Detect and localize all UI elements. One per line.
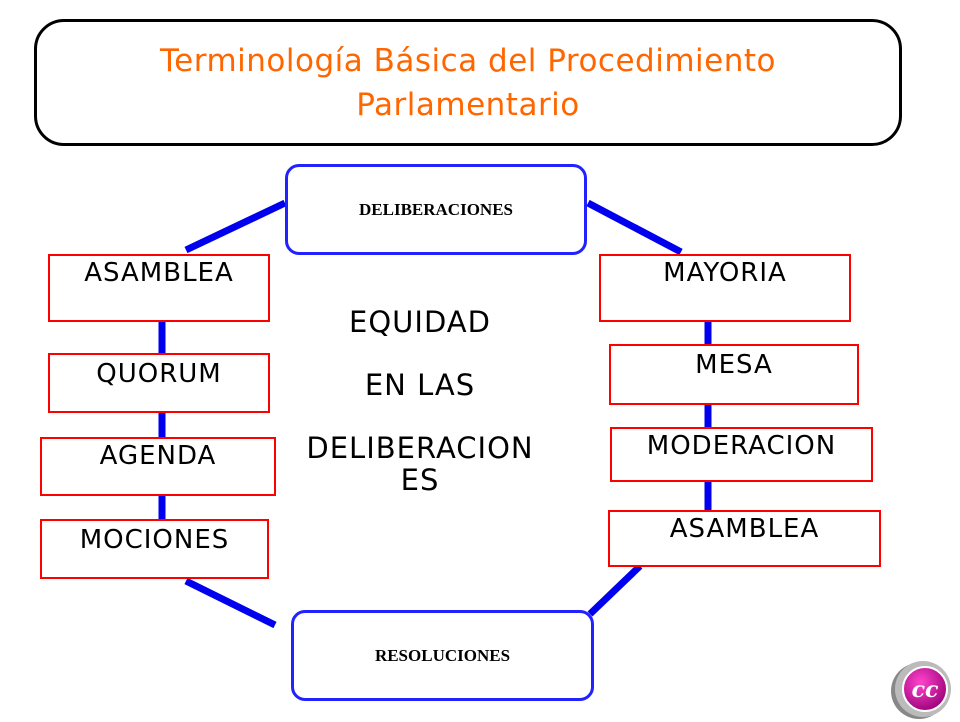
node-deliberaciones-label: DELIBERACIONES (359, 199, 513, 219)
connector-bottom-left (184, 577, 277, 629)
center-line-3b: ES (400, 463, 440, 497)
term-asamblea-left: ASAMBLEA (48, 254, 270, 322)
term-label: ASAMBLEA (84, 258, 234, 288)
center-line-1: EQUIDAD (349, 305, 491, 339)
title-line-2: Parlamentario (356, 86, 580, 123)
term-mayoria: MAYORIA (599, 254, 851, 322)
title-line-1: Terminología Básica del Procedimiento (160, 42, 776, 79)
term-quorum: QUORUM (48, 353, 270, 413)
title-box: Terminología Básica del Procedimiento Pa… (34, 19, 902, 146)
term-label: AGENDA (99, 441, 217, 471)
node-resoluciones: RESOLUCIONES (291, 610, 594, 701)
cc-logo-icon: cc (891, 661, 951, 719)
center-line-3: DELIBERACION ES (290, 432, 550, 496)
node-deliberaciones: DELIBERACIONES (285, 164, 587, 255)
term-agenda: AGENDA (40, 437, 276, 496)
term-mociones: MOCIONES (40, 519, 269, 579)
node-resoluciones-label: RESOLUCIONES (374, 645, 511, 665)
term-label: MAYORIA (663, 258, 787, 288)
center-line-2: EN LAS (364, 368, 476, 402)
connector-top-left (184, 199, 287, 254)
connector-bottom-right (587, 563, 643, 617)
term-label: MESA (695, 350, 773, 380)
term-label: ASAMBLEA (669, 514, 820, 544)
term-label: MODERACION (646, 431, 837, 461)
term-moderacion: MODERACION (610, 427, 873, 482)
center-line-3a: DELIBERACION (306, 431, 534, 465)
logo-text: cc (912, 677, 939, 703)
term-asamblea-right: ASAMBLEA (608, 510, 881, 567)
term-mesa: MESA (609, 344, 859, 405)
term-label: QUORUM (96, 359, 222, 389)
connector-top-right (586, 199, 683, 256)
term-label: MOCIONES (79, 525, 230, 555)
